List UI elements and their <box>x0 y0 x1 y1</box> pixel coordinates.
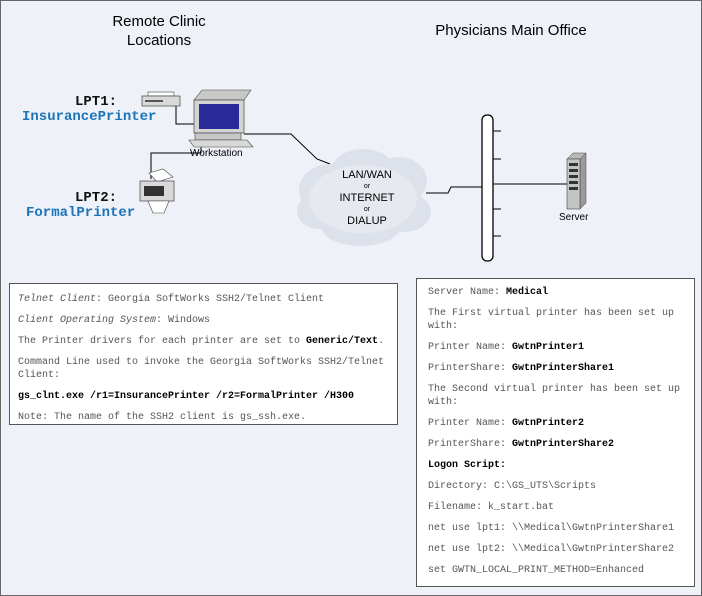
server-name-label: Server Name: <box>428 287 507 298</box>
client-os-value: : Windows <box>156 315 211 326</box>
logon-script-label: Logon Script: <box>428 460 507 471</box>
printer-name-1-line: Printer Name: GwtnPrinter1 <box>428 341 683 354</box>
network-cloud-icon <box>297 149 431 246</box>
cloud-to-backbone-line <box>426 186 485 194</box>
command-line-value: gs_clnt.exe /r1=InsurancePrinter /r2=For… <box>18 391 355 402</box>
printer-drivers-line: The Printer drivers for each printer are… <box>18 335 389 348</box>
telnet-client-value: : Georgia SoftWorks SSH2/Telnet Client <box>96 294 325 305</box>
workstation-icon <box>188 89 254 148</box>
script-directory: Directory: C:\GS_UTS\Scripts <box>428 481 597 492</box>
net-use-lpt1: net use lpt1: \\Medical\GwtnPrinterShare… <box>428 523 675 534</box>
client-info-panel: Telnet Client: Georgia SoftWorks SSH2/Te… <box>9 283 398 425</box>
printer-name-1-value: GwtnPrinter1 <box>512 342 585 353</box>
printer-share-1-label: PrinterShare: <box>428 363 513 374</box>
server-name-line: Server Name: Medical <box>428 286 683 299</box>
printer-name-2-label: Printer Name: <box>428 418 513 429</box>
printer-share-1-line: PrinterShare: GwtnPrinterShare1 <box>428 362 683 375</box>
first-printer-description: The First virtual printer has been set u… <box>428 308 675 332</box>
telnet-client-label: Telnet Client <box>18 294 97 305</box>
printer-name-2-value: GwtnPrinter2 <box>512 418 585 429</box>
server-label: Server <box>559 212 589 223</box>
network-backbone-icon <box>481 114 501 262</box>
second-printer-description: The Second virtual printer has been set … <box>428 384 681 408</box>
main-office-heading: Physicians Main Office <box>435 22 587 39</box>
client-os-label: Client Operating System <box>18 315 157 326</box>
lpt1-cable <box>175 101 201 125</box>
server-info-panel: Server Name: Medical The First virtual p… <box>416 278 695 587</box>
workstation-to-cloud-line <box>244 133 331 165</box>
formal-printer-icon <box>139 168 175 214</box>
command-line-description: Command Line used to invoke the Georgia … <box>18 357 385 381</box>
cloud-line-dialup: DIALUP <box>347 215 387 227</box>
server-name-value: Medical <box>506 287 549 298</box>
printer-share-2-value: GwtnPrinterShare2 <box>512 439 615 450</box>
printer-share-2-label: PrinterShare: <box>428 439 513 450</box>
printer-share-2-line: PrinterShare: GwtnPrinterShare2 <box>428 438 683 451</box>
cloud-or-2: or <box>363 206 371 213</box>
cloud-line-lanwan: LAN/WAN <box>342 169 392 181</box>
cloud-line-internet: INTERNET <box>339 192 395 204</box>
logon-script-heading: Logon Script: <box>428 459 683 472</box>
telnet-client-line: Telnet Client: Georgia SoftWorks SSH2/Te… <box>18 293 389 306</box>
printer-drivers-text: The Printer drivers for each printer are… <box>18 336 307 347</box>
cloud-or-1: or <box>363 183 371 190</box>
script-filename: Filename: k_start.bat <box>428 502 555 513</box>
net-use-lpt2: net use lpt2: \\Medical\GwtnPrinterShare… <box>428 544 675 555</box>
printer-share-1-value: GwtnPrinterShare1 <box>512 363 615 374</box>
printer-name-1-label: Printer Name: <box>428 342 513 353</box>
printer-drivers-end: . <box>378 336 385 347</box>
server-icon <box>566 152 587 210</box>
command-line: gs_clnt.exe /r1=InsurancePrinter /r2=For… <box>18 390 389 403</box>
remote-clinic-heading: Remote Clinic Locations <box>112 13 206 49</box>
insurance-printer-icon <box>141 91 181 107</box>
ssh2-note: Note: The name of the SSH2 client is gs_… <box>18 412 307 423</box>
cloud-label: LAN/WAN or INTERNET or DIALUP <box>327 169 407 228</box>
client-os-line: Client Operating System: Windows <box>18 314 389 327</box>
lpt1-label: LPT1: <box>75 94 118 110</box>
lpt1-printer-name: InsurancePrinter <box>22 109 157 125</box>
lpt2-label: LPT2: <box>75 190 118 206</box>
printer-drivers-value: Generic/Text <box>306 336 379 347</box>
print-method-setting: set GWTN_LOCAL_PRINT_METHOD=Enhanced <box>428 565 645 576</box>
printer-name-2-line: Printer Name: GwtnPrinter2 <box>428 417 683 430</box>
workstation-label: Workstation <box>190 148 243 159</box>
lpt2-printer-name: FormalPrinter <box>26 205 136 221</box>
